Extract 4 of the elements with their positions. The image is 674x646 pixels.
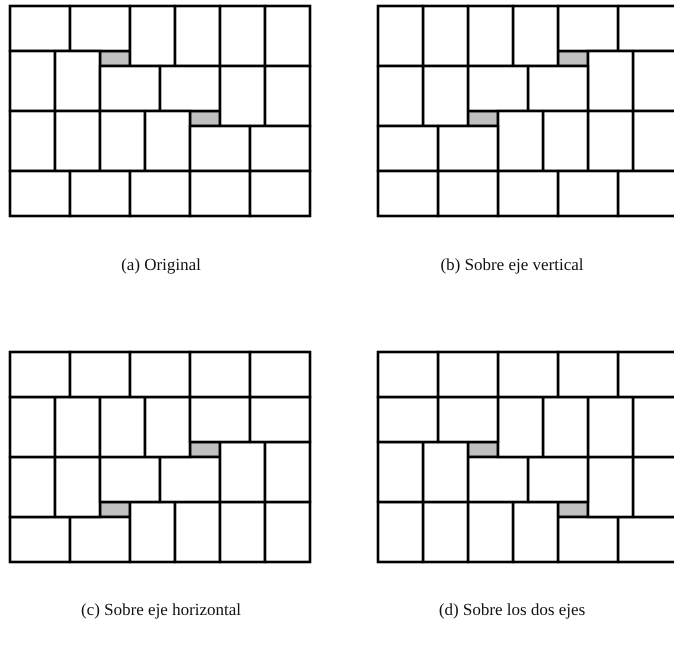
- panel-caption: (d) Sobre los dos ejes: [438, 600, 586, 620]
- panel-caption: (c) Sobre eje horizontal: [81, 600, 241, 620]
- panel-caption: (a) Original: [121, 255, 201, 275]
- panel-caption: (b) Sobre eje vertical: [440, 255, 584, 275]
